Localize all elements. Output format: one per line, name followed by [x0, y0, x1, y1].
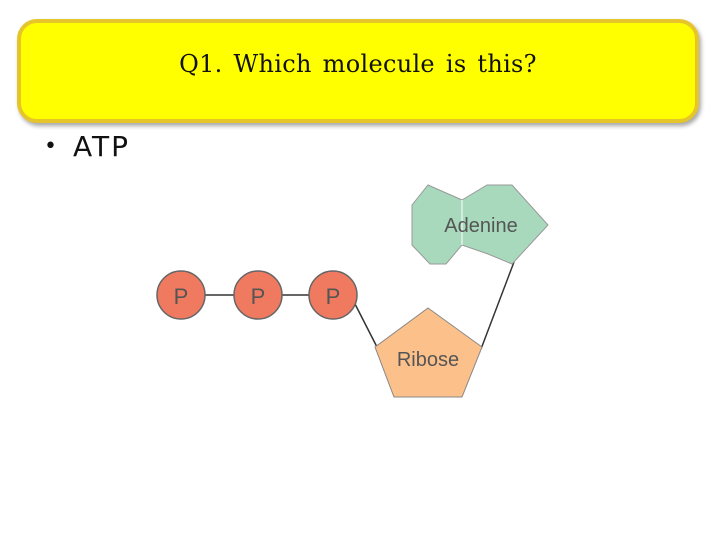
adenine-label: Adenine [444, 215, 517, 237]
answer-bullet: • ATP [44, 130, 130, 163]
phosphate-3: P [308, 270, 358, 320]
bond-ribose-adenine [480, 261, 515, 350]
phosphate-3-label: P [326, 284, 341, 309]
title-box: Q1. Which molecule is this? [17, 19, 699, 123]
phosphate-2-label: P [251, 284, 266, 309]
phosphate-1-label: P [174, 284, 189, 309]
phosphate-2: P [233, 270, 283, 320]
bullet-marker: • [44, 134, 57, 159]
answer-text: ATP [72, 130, 130, 163]
ribose-pentagon: Ribose [374, 307, 483, 398]
question-title: Q1. Which molecule is this? [179, 50, 537, 78]
phosphate-1: P [156, 270, 206, 320]
bond-p3-ribose [353, 301, 379, 350]
ribose-label: Ribose [397, 349, 459, 371]
adenine-rings: Adenine [411, 184, 549, 265]
